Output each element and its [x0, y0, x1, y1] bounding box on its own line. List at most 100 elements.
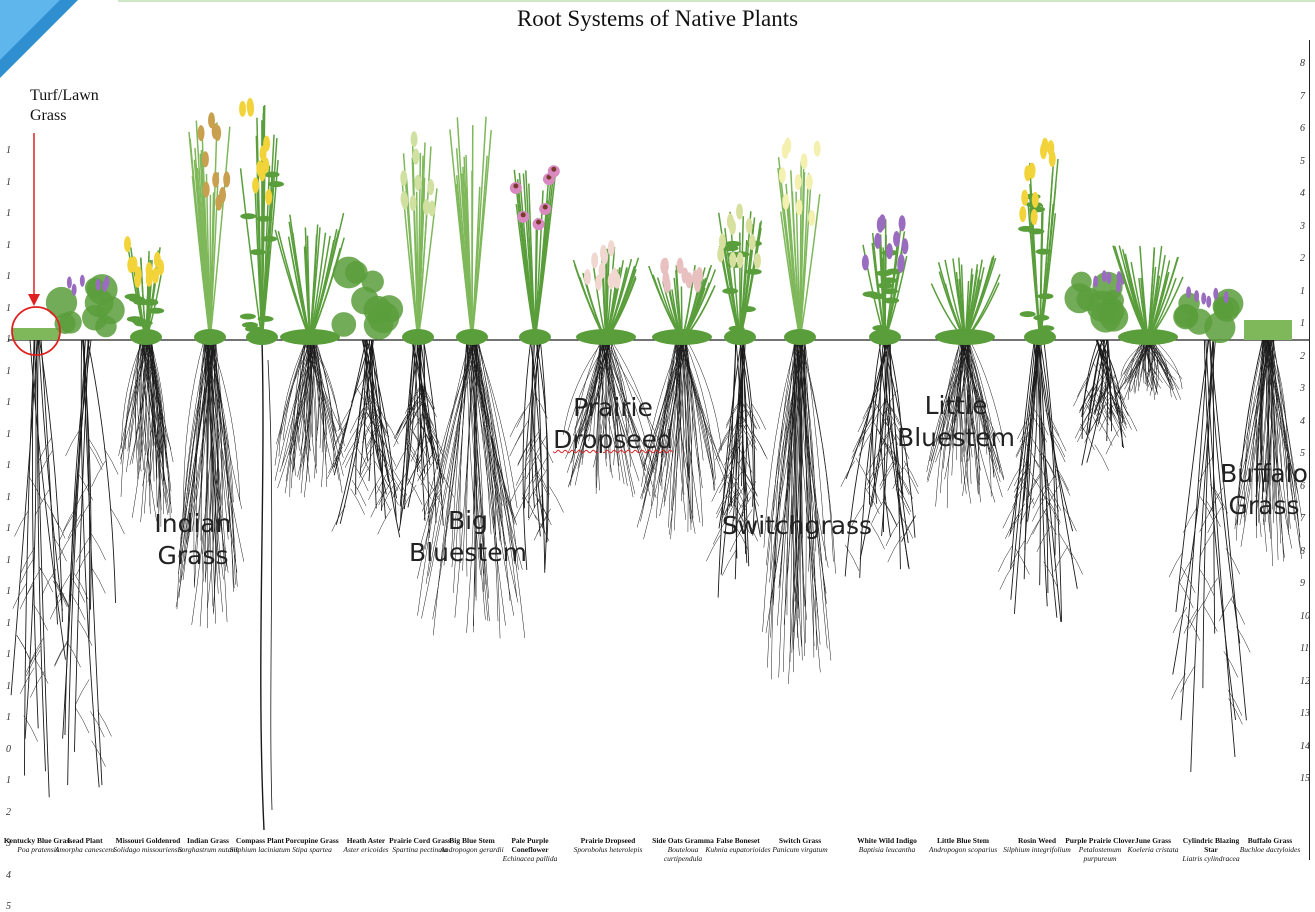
- root-system-14: [841, 340, 919, 578]
- flower: [901, 238, 908, 254]
- foliage-12: [717, 204, 762, 345]
- plant-common-name: Rosin Weed: [1002, 836, 1072, 845]
- label-switchgrass: Switchgrass: [712, 510, 882, 542]
- label-buffalo-grass-line2: Grass: [1228, 491, 1299, 520]
- turf-label-line2: Grass: [30, 107, 66, 124]
- flower: [212, 172, 219, 188]
- flower: [400, 170, 407, 186]
- right-scale-tick: 14: [1300, 741, 1310, 752]
- flower: [208, 112, 215, 128]
- plant-latin-name: Liatris cylindracea: [1176, 854, 1246, 863]
- root-system-1: [54, 340, 124, 787]
- foliage-20: [1244, 320, 1292, 340]
- flower: [102, 280, 107, 292]
- right-scale-tick: 9: [1300, 578, 1305, 589]
- root-branch: [1032, 495, 1046, 521]
- plant-common-name: Prairie Dropseed: [573, 836, 643, 845]
- flower: [1102, 270, 1107, 282]
- flower: [779, 167, 786, 183]
- plant-latin-name: Echinacea pallida: [495, 854, 565, 863]
- root-branch: [1077, 371, 1091, 397]
- left-scale-tick: 1: [6, 523, 11, 534]
- flower: [874, 233, 881, 249]
- leaf: [1020, 311, 1036, 317]
- right-scale-tick: 4: [1300, 416, 1305, 427]
- leaf: [240, 213, 256, 219]
- flower-center: [543, 205, 548, 210]
- root-branch: [1112, 412, 1126, 438]
- root-branch: [91, 567, 105, 593]
- flower: [591, 252, 598, 268]
- plant-latin-name: Buchloe dactyloides: [1235, 845, 1305, 854]
- flower: [1049, 151, 1056, 167]
- plant-base: [194, 329, 226, 345]
- flower: [782, 194, 789, 210]
- plant-base: [280, 329, 340, 345]
- leaf-cluster: [1214, 289, 1243, 318]
- flower: [899, 215, 906, 231]
- label-little-bluestem-line1: Little: [925, 391, 988, 420]
- foliage-13: [778, 138, 821, 345]
- plant-name-12: False BonesetKuhnia eupatorioides: [703, 836, 773, 854]
- flower: [584, 269, 591, 285]
- flower-center: [513, 183, 518, 188]
- flower: [746, 218, 753, 234]
- root-system-20: [1235, 340, 1302, 566]
- root-branch: [76, 550, 90, 576]
- leaf: [1029, 206, 1045, 212]
- label-indian-grass-line2: Grass: [157, 541, 228, 570]
- root-system-18: [1114, 340, 1182, 400]
- left-scale-tick: 1: [6, 586, 11, 597]
- root-branch: [78, 620, 92, 646]
- plant-base: [784, 329, 816, 345]
- root-branch: [76, 536, 90, 562]
- flower: [1019, 206, 1026, 222]
- flower: [198, 125, 205, 141]
- root-branch: [88, 444, 102, 470]
- depth-scale-left: 1111111111111111111012345: [2, 50, 22, 850]
- root-strand: [1151, 340, 1176, 400]
- leaf: [722, 288, 738, 294]
- label-indian-grass: Indian Grass: [138, 508, 248, 572]
- flower: [1093, 276, 1098, 288]
- page-title: Root Systems of Native Plants: [0, 6, 1315, 32]
- turf-blades: [1244, 320, 1292, 340]
- root-strand: [718, 340, 741, 598]
- flower: [1106, 272, 1111, 284]
- flower: [265, 189, 272, 205]
- flower: [1201, 292, 1206, 304]
- plant-name-15: Little Blue StemAndropogon scoparius: [928, 836, 998, 854]
- plant-name-10: Prairie DropseedSporobolus heterolepis: [573, 836, 643, 854]
- left-scale-tick: 1: [6, 208, 11, 219]
- taproot: [261, 340, 264, 830]
- plant-base: [130, 329, 162, 345]
- plant-base: [519, 329, 551, 345]
- plant-base: [724, 329, 756, 345]
- root-branch: [1054, 545, 1068, 571]
- foliage-15: [931, 256, 1000, 345]
- foliage-9: [510, 165, 560, 345]
- label-big-bluestem: Big Bluestem: [398, 505, 538, 569]
- right-scale-tick: 10: [1300, 611, 1310, 622]
- plant-latin-name: Silphium integrifolium: [1002, 845, 1072, 854]
- plant-base: [576, 329, 636, 345]
- root-system-2: [119, 340, 174, 527]
- right-scale-tick: 3: [1300, 383, 1305, 394]
- plant-name-1: Lead PlantAmorpha canescens: [50, 836, 120, 854]
- plant-latin-name: Andropogon scoparius: [928, 845, 998, 854]
- root-branch: [998, 546, 1012, 572]
- root-branch: [67, 641, 81, 667]
- plant-latin-name: Sporobolus heterolepis: [573, 845, 643, 854]
- right-scale-tick: 5: [1300, 156, 1305, 167]
- label-prairie-dropseed: Prairie Dropseed: [538, 392, 688, 456]
- leaf: [268, 181, 284, 187]
- turf-label: Turf/Lawn Grass: [30, 86, 99, 126]
- label-buffalo-grass: Buffalo Grass: [1214, 458, 1314, 522]
- leaf: [876, 270, 892, 276]
- turf-arrow-head: [28, 294, 40, 306]
- root-branch: [352, 480, 366, 506]
- left-scale-tick: 1: [6, 366, 11, 377]
- flower: [1032, 192, 1039, 208]
- plant-base: [456, 329, 488, 345]
- right-scale-tick: 15: [1300, 773, 1310, 784]
